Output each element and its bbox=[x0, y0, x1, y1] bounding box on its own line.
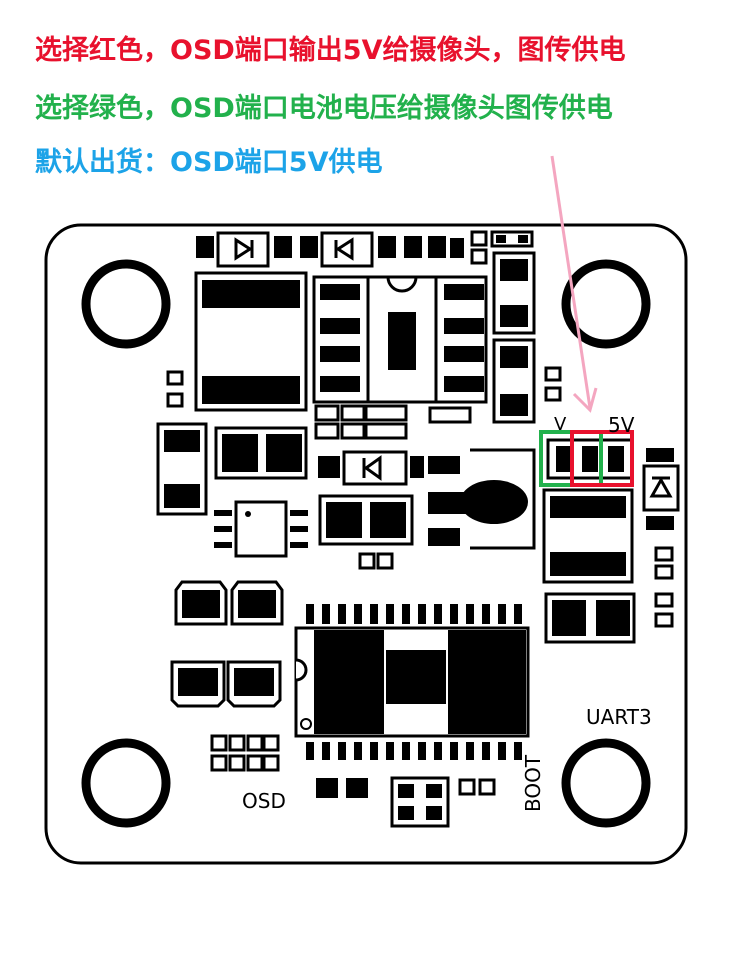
label-uart3: UART3 bbox=[586, 705, 652, 729]
small-ic bbox=[214, 500, 308, 558]
pointer-arrow bbox=[550, 155, 598, 413]
osd-pads bbox=[210, 734, 280, 772]
top-center-chip bbox=[312, 275, 488, 404]
inductor-right bbox=[542, 488, 636, 644]
left-capacitors bbox=[156, 422, 308, 516]
crystal-component bbox=[428, 448, 536, 550]
caption-red-option: 选择红色，OSD端口输出5V给摄像头，图传供电 bbox=[35, 35, 626, 66]
center-diode bbox=[318, 450, 424, 486]
bottom-components bbox=[316, 776, 496, 828]
mounting-hole-bottom-right bbox=[561, 738, 651, 828]
mounting-hole-bottom-left bbox=[81, 738, 171, 828]
right-side-diode bbox=[642, 448, 680, 628]
label-5v: 5V bbox=[608, 413, 635, 437]
label-boot: BOOT bbox=[521, 754, 545, 812]
small-caps-row bbox=[314, 404, 472, 440]
top-diodes-row bbox=[196, 230, 534, 268]
caption-green-option: 选择绿色，OSD端口电池电压给摄像头图传供电 bbox=[35, 93, 613, 124]
label-osd: OSD bbox=[242, 789, 286, 813]
center-capacitor-pair bbox=[318, 494, 414, 570]
mounting-hole-top-left bbox=[81, 259, 171, 349]
power-select-jumper bbox=[539, 430, 634, 487]
right-upper-components bbox=[166, 251, 562, 424]
left-lower-capacitors bbox=[170, 580, 284, 708]
mcu-chip bbox=[294, 604, 530, 760]
mounting-hole-top-right bbox=[561, 259, 651, 349]
caption-default-shipping: 默认出货：OSD端口5V供电 bbox=[35, 147, 383, 178]
red-selection-box bbox=[570, 430, 634, 487]
inductor-left bbox=[194, 271, 308, 412]
label-v: V bbox=[554, 414, 567, 435]
